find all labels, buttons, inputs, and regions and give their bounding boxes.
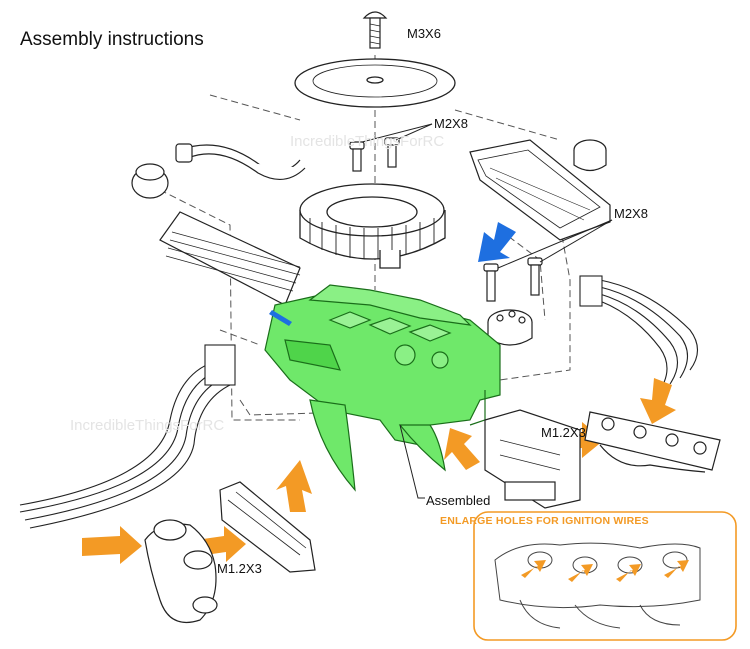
watermark-text: IncredibleThingsForRC — [290, 133, 445, 150]
m2x8-screws-right-icon — [483, 257, 543, 302]
label-m1-2x3-right: M1.2X3 — [541, 425, 586, 440]
callout-arrows — [521, 560, 689, 582]
orange-arrow-icon — [664, 560, 689, 578]
orange-arrow-icon — [276, 460, 312, 512]
callout-box — [473, 511, 737, 641]
orange-arrow-icon — [568, 564, 593, 582]
valve-cover-plate-right — [469, 139, 611, 241]
orange-arrow-icon — [521, 560, 546, 578]
blue-pointer-icon — [269, 310, 292, 326]
engine-block-highlight — [264, 284, 501, 492]
air-filter-lid — [294, 58, 456, 108]
label-assembled: Assembled — [426, 493, 491, 508]
side-cover-plate-left — [159, 211, 301, 306]
bracket-left — [219, 481, 316, 573]
m2x8-screws-mid-icon — [349, 137, 400, 172]
breather-hose-left — [131, 143, 306, 199]
orange-arrow-icon — [444, 428, 480, 470]
orange-arrow-icon — [616, 564, 641, 582]
callout-title: ENLARGE HOLES FOR IGNITION WIRES — [440, 515, 649, 527]
orange-arrow-icon — [82, 526, 142, 564]
orange-arrow-icon — [640, 378, 676, 424]
label-m3x6: M3X6 — [407, 26, 441, 41]
label-m2x8-right: M2X8 — [614, 206, 648, 221]
assembled-leader-line — [399, 424, 425, 499]
blue-arrow-icon — [478, 222, 516, 262]
distributor-cap — [487, 309, 533, 346]
manifold-left — [144, 519, 218, 624]
ignition-wires-left — [19, 344, 236, 529]
manifold-right — [584, 411, 721, 473]
watermark-text: IncredibleThingsForRC — [70, 417, 225, 434]
page-title: Assembly instructions — [20, 29, 204, 50]
m3x6-screw-icon — [362, 11, 388, 49]
blue-arrows — [269, 222, 516, 326]
label-m2x8-mid: M2X8 — [434, 116, 468, 131]
air-filter-drum — [299, 183, 446, 269]
ignition-wires-right — [579, 275, 699, 391]
bracket-right — [484, 409, 581, 509]
label-m1-2x3-left: M1.2X3 — [217, 561, 262, 576]
